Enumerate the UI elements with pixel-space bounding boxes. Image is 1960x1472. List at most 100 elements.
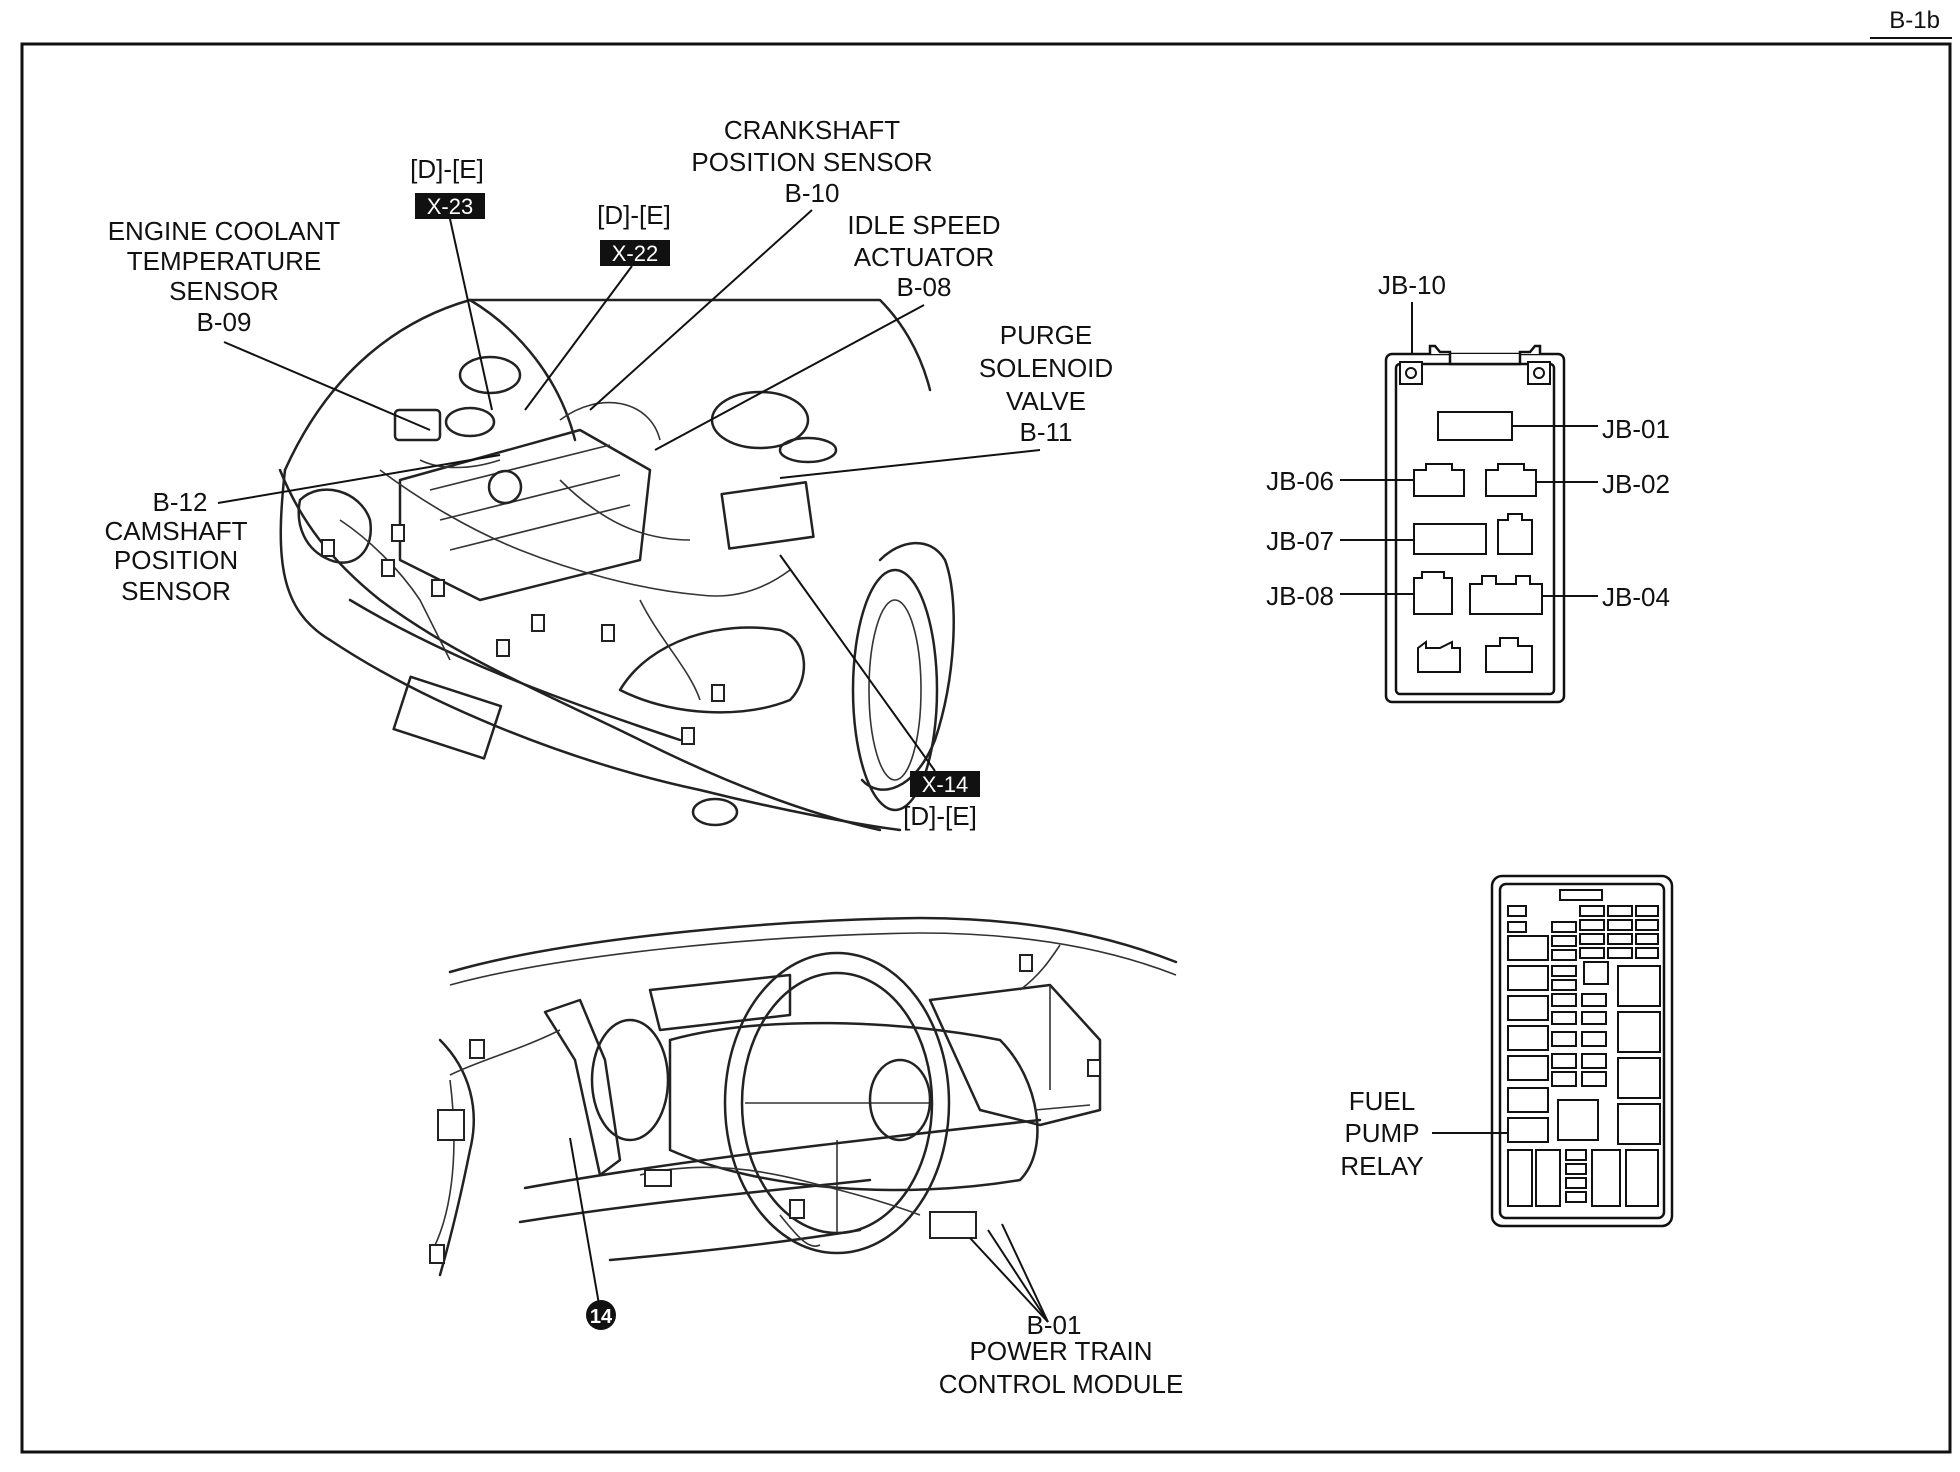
relay-slot <box>1507 1025 1549 1051</box>
fuse-slot <box>1565 1163 1587 1175</box>
label-line: ENGINE COOLANT <box>108 216 341 246</box>
leader-line <box>217 454 501 504</box>
jb-01-label: JB-01 <box>1602 414 1670 444</box>
pcm-label: B-01 POWER TRAIN CONTROL MODULE <box>939 1310 1184 1399</box>
grid-range: [D]-[E] <box>903 801 977 831</box>
grid-range: [D]-[E] <box>410 154 484 184</box>
grid-range: [D]-[E] <box>597 200 671 230</box>
fuse-slot <box>1635 905 1659 917</box>
fuse-slot <box>1607 933 1633 945</box>
label-line: VALVE <box>1006 386 1086 416</box>
jb-slot <box>1485 637 1533 673</box>
badge-text: X-22 <box>612 241 658 266</box>
harness-connector <box>496 639 510 657</box>
cmp-sensor-label: B-12 CAMSHAFT POSITION SENSOR <box>105 487 248 606</box>
fuse-slot <box>1551 935 1577 947</box>
badge-text: X-14 <box>922 772 968 797</box>
fuse-slot <box>1581 1071 1607 1087</box>
fuse-slot <box>1635 947 1659 959</box>
relay-slot <box>1617 1011 1661 1053</box>
ground-point-number: 14 <box>590 1306 613 1328</box>
fuse-slot <box>1579 905 1605 917</box>
relay-slot <box>1507 995 1549 1021</box>
harness-connector <box>601 624 615 642</box>
label-line: SOLENOID <box>979 353 1113 383</box>
jb-slot <box>1497 513 1533 555</box>
leader-line <box>589 209 813 411</box>
harness-connector <box>1019 954 1033 972</box>
jb-04-label: JB-04 <box>1602 582 1670 612</box>
fuse-slot <box>1579 933 1605 945</box>
label-line: RELAY <box>1340 1151 1423 1181</box>
label-line: POSITION SENSOR <box>691 147 932 177</box>
relay-slot <box>1535 1149 1561 1207</box>
label-line: CONTROL MODULE <box>939 1369 1184 1399</box>
relay-slot <box>1507 1149 1533 1207</box>
fuse-slot <box>1583 961 1609 985</box>
fuse-slot <box>1551 1053 1577 1069</box>
relay-slot <box>1507 965 1549 991</box>
leader-line <box>223 341 431 431</box>
harness-connector <box>321 539 335 557</box>
leader-line <box>969 1237 1049 1323</box>
harness-connector <box>681 727 695 745</box>
leader-line <box>524 265 633 411</box>
fuse-slot <box>1565 1191 1587 1203</box>
terminal-screw-icon <box>1405 367 1417 379</box>
connector-code: B-09 <box>197 307 252 337</box>
fuse-slot <box>1507 921 1527 933</box>
leader-line <box>779 554 936 772</box>
jb-08-slot <box>1413 571 1453 615</box>
harness-connector <box>644 1169 672 1187</box>
relay-slot <box>1591 1149 1621 1207</box>
fuse-slot <box>1579 947 1605 959</box>
fuse-slot <box>1551 993 1577 1007</box>
harness-connector <box>391 524 405 542</box>
ground-point-icon <box>586 1300 616 1330</box>
label-line: FUEL <box>1349 1086 1415 1116</box>
jb-01-slot <box>1437 411 1513 441</box>
label-line: SENSOR <box>169 276 279 306</box>
label-line: PUMP <box>1344 1118 1419 1148</box>
connector-code: B-01 <box>1027 1310 1082 1340</box>
page-frame <box>20 42 1952 1454</box>
fuse-slot <box>1579 919 1605 931</box>
jb-06-slot <box>1413 463 1465 497</box>
fuse-slot <box>1581 1053 1607 1069</box>
jb-10-label: JB-10 <box>1378 270 1446 300</box>
jb-07-label: JB-07 <box>1266 526 1334 556</box>
jb-07-slot <box>1413 523 1487 555</box>
label-line: SENSOR <box>121 576 231 606</box>
leader-line <box>987 1229 1049 1323</box>
jb-04-slot <box>1469 575 1543 615</box>
relay-slot <box>1507 1055 1549 1081</box>
connector-badge <box>910 771 980 797</box>
relay-slot <box>1557 1099 1599 1141</box>
harness-connector <box>437 1109 465 1141</box>
label-line: POWER TRAIN <box>970 1336 1153 1366</box>
badge-text: X-23 <box>427 194 473 219</box>
jb-08-label: JB-08 <box>1266 581 1334 611</box>
fuse-slot <box>1551 979 1577 991</box>
fuse-slot <box>1607 947 1633 959</box>
fuse-slot <box>1565 1177 1587 1189</box>
fuse-slot <box>1581 1031 1607 1047</box>
fuel-pump-relay-slot <box>1507 1117 1549 1143</box>
fuse-slot <box>1551 921 1577 933</box>
fuse-slot <box>1565 1149 1587 1161</box>
relay-slot <box>1625 1149 1659 1207</box>
harness-connector <box>531 614 545 632</box>
label-line: TEMPERATURE <box>127 246 322 276</box>
label-line: POSITION <box>114 545 238 575</box>
fuse-slot <box>1607 905 1633 917</box>
connector-code: B-11 <box>1020 417 1073 447</box>
fuse-slot <box>1581 1011 1607 1025</box>
jb-02-slot <box>1485 463 1537 497</box>
fuse-slot <box>1507 905 1527 917</box>
relay-slot <box>1559 889 1603 901</box>
ect-sensor-label: ENGINE COOLANT TEMPERATURE SENSOR B-09 <box>108 216 341 337</box>
leader-line <box>1001 1223 1049 1323</box>
relay-slot <box>1507 935 1549 961</box>
relay-slot <box>1617 1057 1661 1099</box>
